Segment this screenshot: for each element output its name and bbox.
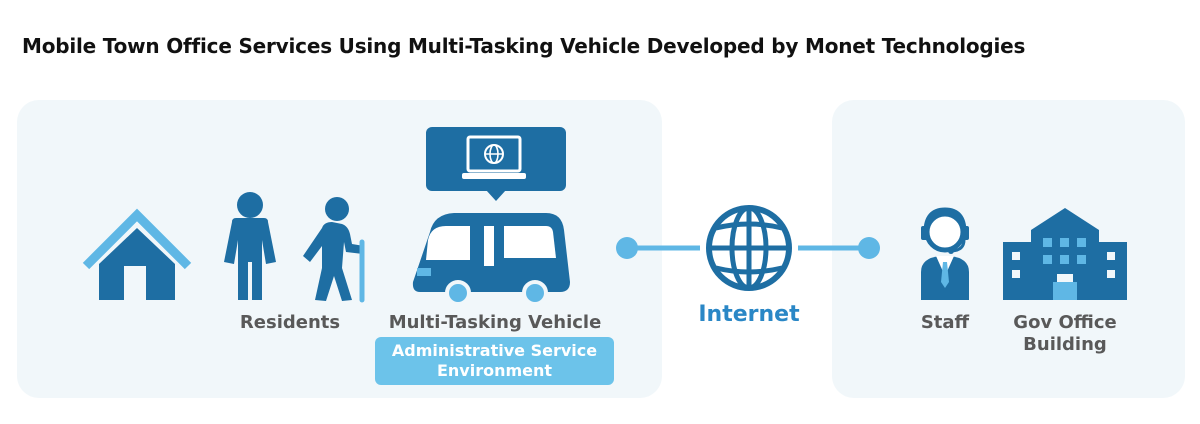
vehicle-label: Multi-Tasking Vehicle	[388, 312, 602, 333]
bus-icon	[412, 213, 570, 306]
laptop-speech-bubble-icon	[426, 127, 566, 201]
connector-line-right	[798, 237, 880, 259]
staff-label: Staff	[920, 312, 970, 333]
residents-label: Residents	[239, 312, 341, 333]
globe-icon	[706, 205, 792, 291]
admin-badge-line1: Administrative Service	[391, 341, 598, 360]
elderly-person-icon	[303, 197, 365, 303]
internet-label: Internet	[698, 302, 800, 327]
connector-line-left	[616, 237, 700, 259]
office-building-icon	[1003, 208, 1127, 300]
building-label-line2: Building	[1023, 334, 1107, 355]
house-icon	[82, 208, 192, 300]
building-label: Gov Office Building	[1000, 312, 1130, 356]
staff-headset-icon	[921, 207, 969, 300]
person-icon	[224, 192, 276, 300]
admin-badge-line2: Environment	[436, 361, 553, 380]
building-label-line1: Gov Office	[1013, 312, 1117, 333]
admin-service-badge: Administrative Service Environment	[375, 337, 614, 385]
page-title: Mobile Town Office Services Using Multi-…	[22, 34, 1026, 58]
